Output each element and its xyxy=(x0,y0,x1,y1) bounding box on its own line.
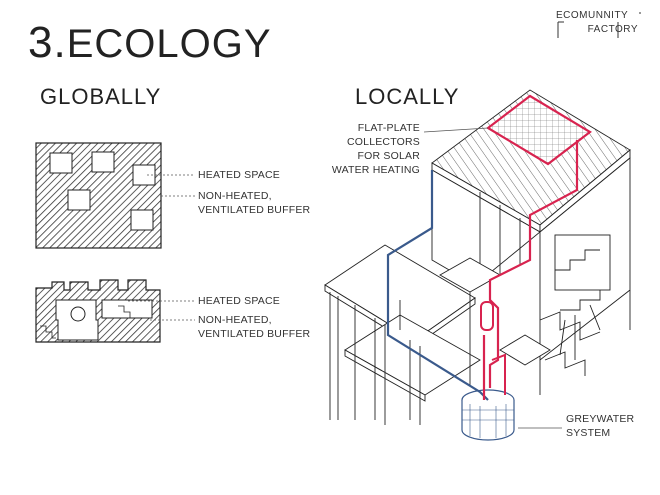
section-heated-space-label: HEATED SPACE xyxy=(198,295,280,307)
collector-label-line1: FLAT-PLATE xyxy=(357,122,420,134)
collector-label: FLAT-PLATE COLLECTORS FOR SOLAR WATER HE… xyxy=(330,121,420,177)
title-number: 3. xyxy=(28,18,67,67)
globally-heading: GLOBALLY xyxy=(40,84,162,109)
greywater-label-line1: GREYWATER xyxy=(566,413,635,425)
collector-label-line3: FOR SOLAR xyxy=(357,150,420,162)
plan-diagram xyxy=(35,142,195,249)
ecomunnity-logo: ECOMUNNITY FACTORY xyxy=(556,8,642,42)
greywater-label: GREYWATER SYSTEM xyxy=(566,412,634,440)
logo-line2: FACTORY xyxy=(587,24,638,35)
title-text: ECOLOGY xyxy=(66,22,272,66)
hot-water-cylinder xyxy=(480,301,494,331)
locally-heading: LOCALLY xyxy=(355,84,460,109)
section-buffer-label-1: NON-HEATED, xyxy=(198,314,272,326)
plan-buffer-label-1: NON-HEATED, xyxy=(198,190,272,202)
logo-line1: ECOMUNNITY xyxy=(556,10,629,21)
plan-heated-space-label: HEATED SPACE xyxy=(198,169,280,181)
section-buffer-label-2: VENTILATED BUFFER xyxy=(198,328,311,340)
building-axonometric xyxy=(324,89,631,425)
collector-leader xyxy=(423,127,489,133)
red-hot-water-pipe xyxy=(482,94,592,400)
page-title: 3.ECOLOGY xyxy=(28,18,272,68)
greywater-label-line2: SYSTEM xyxy=(566,427,611,439)
collector-label-line4: WATER HEATING xyxy=(331,164,420,176)
greywater-tank xyxy=(461,389,515,441)
logo-frame xyxy=(557,12,641,38)
plan-buffer-label-2: VENTILATED BUFFER xyxy=(198,204,311,216)
section-diagram xyxy=(35,279,195,343)
blue-water-pipe xyxy=(386,170,489,401)
collector-label-line2: COLLECTORS xyxy=(347,136,420,148)
